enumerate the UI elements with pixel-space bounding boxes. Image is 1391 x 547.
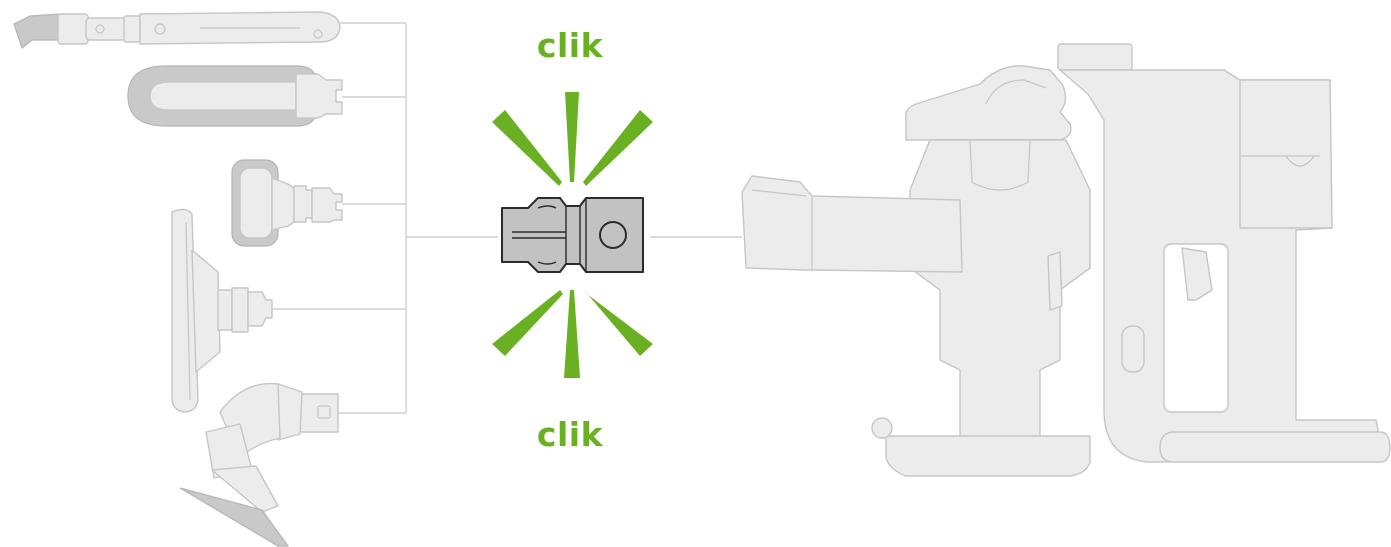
crevice-tool [14,12,340,48]
burst-ray-bottom [564,290,580,378]
burst-ray-top-right [583,110,653,186]
burst-ray-bottom-right [584,290,653,356]
vacuum-cyclone-top [906,66,1071,140]
burst-ray-bottom-left [492,290,563,356]
vacuum-release-button [1122,326,1144,372]
vacuum-bin-base [886,436,1090,476]
vacuum-cyclone-body [910,140,1090,440]
clik-label-bottom: clik [500,415,640,454]
vacuum-top-block [1058,44,1132,70]
angle-tool [180,384,338,546]
vacuum-battery-base [1160,432,1390,462]
tool-adapter-icon [502,198,643,272]
flexi-tool [128,66,342,126]
burst-ray-top [565,92,579,182]
handheld-vacuum-icon [742,44,1390,476]
vacuum-motor-housing [1240,80,1332,228]
burst-ray-top-left [492,110,562,186]
clik-label-top: clik [500,26,640,65]
brush-tool [232,160,342,246]
